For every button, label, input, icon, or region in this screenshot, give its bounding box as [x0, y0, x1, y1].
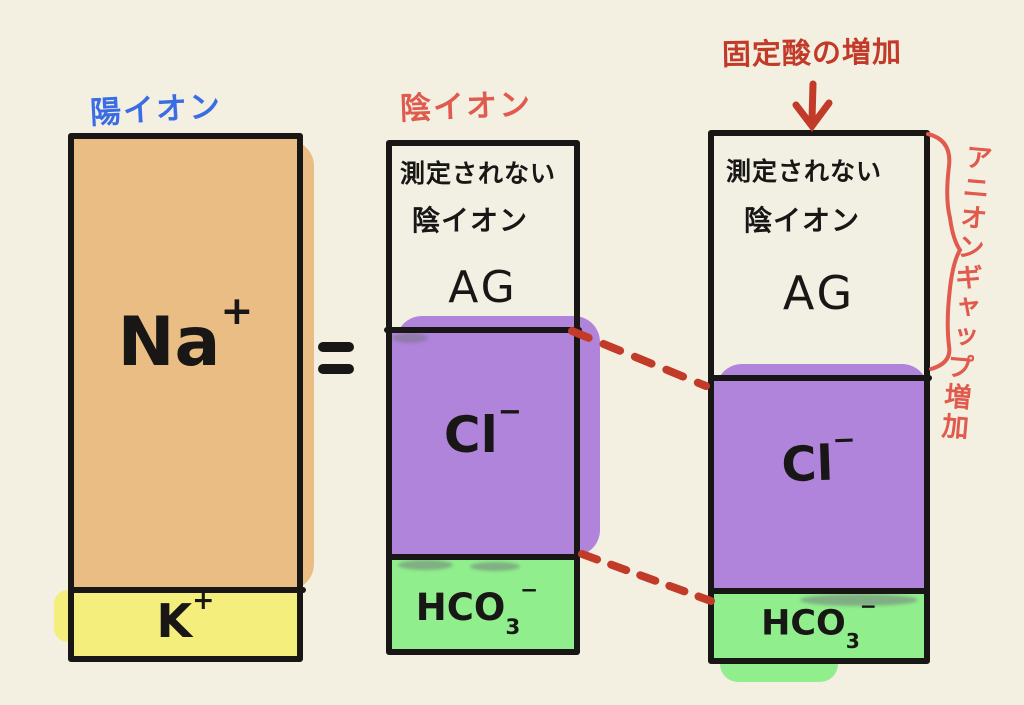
right-unmeasured-line2: 陰イオン	[744, 204, 861, 237]
right-ag-fill	[714, 136, 924, 375]
mid-unmeasured-line1: 測定されない	[400, 159, 557, 188]
mid-unmeasured-line2: 陰イオン	[412, 204, 529, 237]
fixed-acid-annotation: 固定酸の増加	[721, 34, 903, 72]
mid-cl-hco3-divider	[386, 554, 580, 560]
equals-sign: =	[318, 338, 354, 378]
right-green-paint-spill	[720, 606, 838, 682]
mid-ag-cl-divider	[384, 327, 582, 333]
k-fill	[74, 593, 297, 656]
mid-ag-fill	[392, 146, 574, 327]
smudge-mark	[800, 594, 918, 606]
hco3-shift-dashed-line	[578, 550, 715, 605]
mid-hco3-label: HCO3−	[415, 578, 539, 640]
cation-divider-line	[68, 587, 306, 593]
mid-ag-label: AG	[448, 262, 518, 313]
anion-header: 陰イオン	[399, 86, 533, 128]
right-ag-cl-divider	[708, 375, 932, 381]
na-label: Na+	[117, 287, 254, 382]
down-arrow-icon	[792, 80, 833, 132]
anion-gap-increase-annotation: アニオンギャップ増加	[935, 141, 993, 444]
acidosis-bar-outline	[708, 130, 930, 664]
right-hco3-label: HCO3−	[761, 593, 877, 653]
smudge-mark	[470, 562, 520, 571]
orange-paint-spill	[82, 140, 314, 590]
smudge-mark	[398, 560, 453, 570]
mid-hco3-fill	[392, 560, 574, 649]
right-cl-hco3-divider	[708, 588, 930, 594]
right-unmeasured-line1: 測定されない	[726, 157, 883, 186]
anion-bar-outline	[386, 140, 580, 655]
right-ag-label: AG	[782, 266, 856, 320]
mid-cl-label: Cl−	[443, 394, 523, 464]
right-cl-label: Cl−	[780, 423, 857, 494]
smudge-mark	[392, 333, 428, 343]
right-purple-paint-spill	[716, 364, 928, 590]
cation-header: 陽イオン	[89, 88, 223, 132]
cation-bar-outline	[68, 133, 303, 662]
mid-purple-paint-spill	[396, 316, 600, 556]
k-label: K+	[156, 584, 215, 648]
